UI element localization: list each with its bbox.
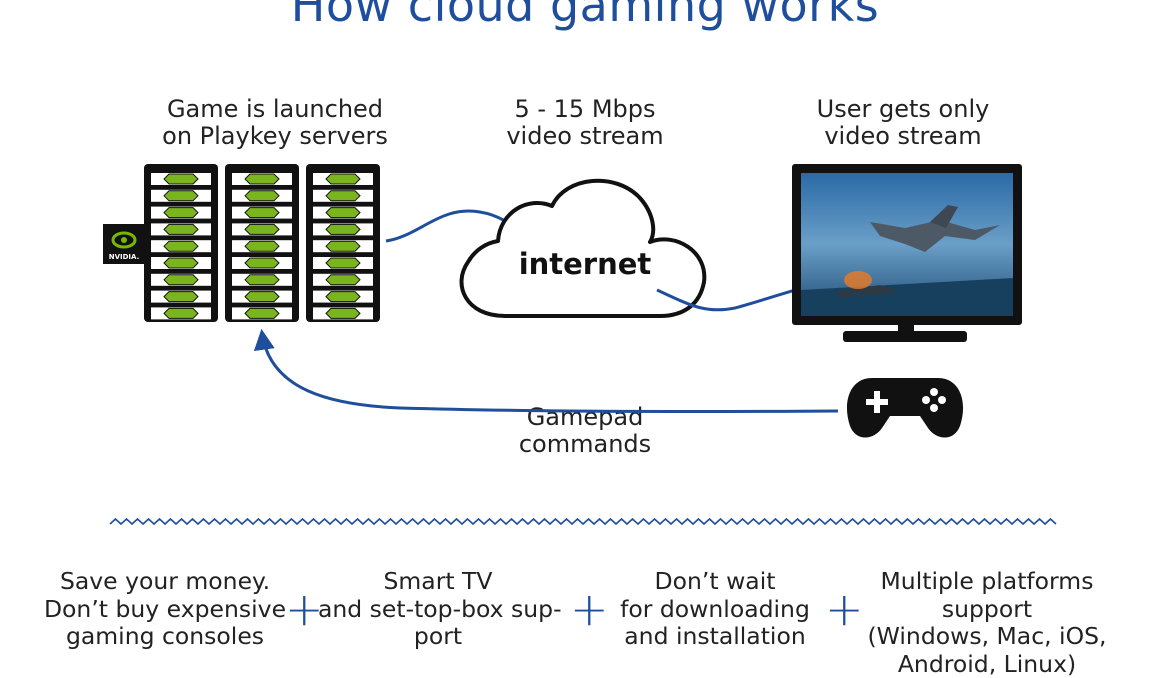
- benefit-line: Multiple platforms: [862, 568, 1112, 596]
- server-rack-icon: [306, 164, 380, 322]
- gamepad-icon: [847, 378, 963, 438]
- benefit-line: Android, Linux): [862, 651, 1112, 678]
- benefit-line: Smart TV: [318, 568, 558, 596]
- benefit-save-money: Save your money. Don’t buy expensive gam…: [40, 568, 290, 651]
- benefit-multiplatform: Multiple platforms support (Windows, Mac…: [862, 568, 1112, 678]
- benefit-line: Don’t buy expensive: [40, 596, 290, 624]
- benefit-smart-tv: Smart TV and set-top-box sup- port: [318, 568, 558, 651]
- plus-icon: +: [825, 586, 864, 632]
- benefit-line: Save your money.: [40, 568, 290, 596]
- server-rack-icon: [225, 164, 299, 322]
- nvidia-logo: NVIDIA.: [103, 224, 145, 264]
- benefit-line: Don’t wait: [605, 568, 825, 596]
- wave-divider: [110, 519, 1056, 524]
- benefit-line: support: [862, 596, 1112, 624]
- svg-text:NVIDIA.: NVIDIA.: [109, 253, 140, 261]
- plus-icon: +: [570, 586, 609, 632]
- server-rack-icon: [144, 164, 218, 322]
- server-racks: [144, 164, 380, 322]
- benefit-line: port: [318, 623, 558, 651]
- arrow-icon: [262, 333, 838, 412]
- benefit-line: for downloading: [605, 596, 825, 624]
- benefit-line: (Windows, Mac, iOS,: [862, 623, 1112, 651]
- cloud-label: internet: [500, 247, 670, 281]
- benefit-line: and installation: [605, 623, 825, 651]
- benefit-no-wait: Don’t wait for downloading and installat…: [605, 568, 825, 651]
- tv-monitor-icon: [792, 164, 1022, 342]
- benefit-line: gaming consoles: [40, 623, 290, 651]
- benefit-line: and set-top-box sup-: [318, 596, 558, 624]
- diagram-graphics: NVIDIA.: [0, 0, 1170, 658]
